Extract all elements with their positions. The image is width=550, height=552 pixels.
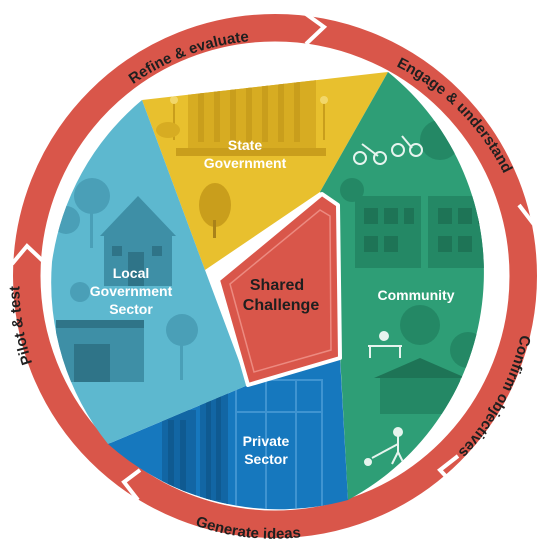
ring-arrow-5 (10, 243, 46, 266)
sector-local-label-1: Local (113, 265, 150, 281)
ring-arrow-3 (437, 454, 460, 488)
town-hall-icon (56, 196, 176, 382)
trees-icon (52, 178, 198, 380)
center-label-1: Shared (250, 277, 304, 294)
sector-state-label-2: Government (204, 155, 287, 171)
park-bench-icon (368, 331, 402, 358)
ring-arrow-2 (517, 203, 547, 226)
sector-community-label: Community (378, 287, 455, 303)
cyclist-icon (353, 135, 423, 165)
sector-state-government: State Government (142, 72, 388, 270)
ring-arrow-1 (304, 12, 328, 46)
ring-band (13, 14, 537, 538)
sector-private-label-1: Private (243, 433, 290, 449)
ring-arrow-4 (121, 468, 142, 502)
center-shape (216, 192, 342, 387)
houses-icon (355, 196, 484, 414)
sector-local-label-2: Government (90, 283, 173, 299)
sector-private: Private Sector (108, 358, 348, 510)
sector-state-label-1: State (228, 137, 262, 153)
sector-local-label-3: Sector (109, 301, 153, 317)
center-label-2: Challenge (243, 297, 320, 314)
sector-local-government: Local Government Sector (51, 100, 248, 444)
shared-challenge: Shared Challenge (216, 192, 342, 387)
center-inner-outline (229, 209, 332, 373)
sector-private-label-2: Sector (244, 451, 288, 467)
